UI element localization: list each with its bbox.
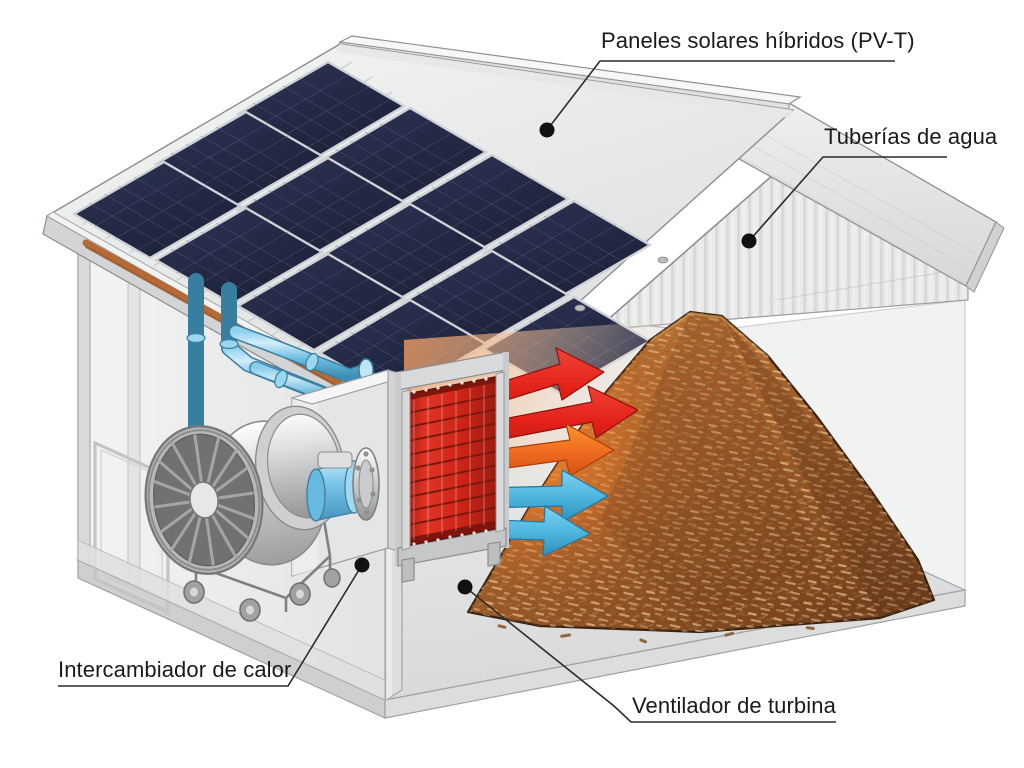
callout-leader-turbine-fan — [457, 579, 836, 723]
fan-blades — [144, 425, 264, 575]
callout-label-heat-exchanger: Intercambiador de calor — [58, 657, 292, 682]
callout-label-water-pipes: Tuberías de agua — [824, 124, 998, 149]
callout-label-solar-panels: Paneles solares híbridos (PV-T) — [601, 28, 915, 53]
fan-flange — [352, 447, 380, 521]
callout-label-turbine-fan: Ventilador de turbina — [632, 693, 836, 718]
turbine-fan — [144, 405, 380, 622]
heat-exchanger-frame — [395, 351, 509, 583]
scattered-chips — [497, 624, 815, 644]
heat-exchanger-coil — [401, 371, 505, 551]
callout-leader-heat-exchanger — [58, 557, 370, 687]
callout-leader-pipes — [741, 156, 947, 249]
solar-panel — [71, 160, 243, 260]
callout-leader-pvt — [539, 60, 895, 138]
fan-casters — [183, 568, 341, 622]
fan-motor-block — [317, 451, 353, 469]
solar-panel — [235, 252, 407, 352]
callout-leaders — [58, 60, 947, 723]
